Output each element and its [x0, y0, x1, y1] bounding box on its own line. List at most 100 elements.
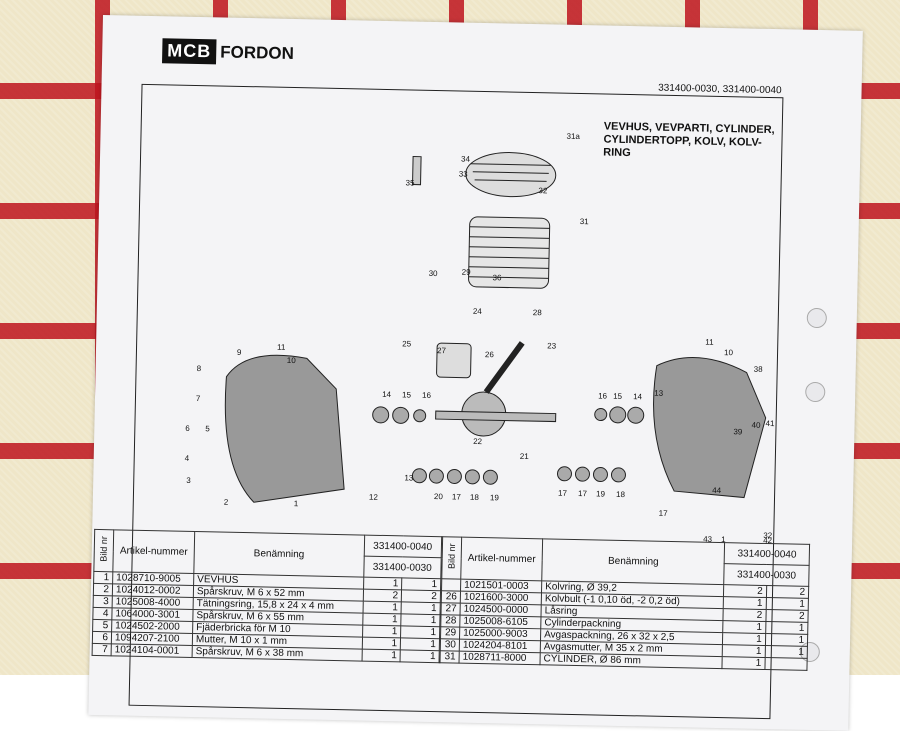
cell-art: 1021501-0003 — [460, 579, 542, 593]
cell-nr: 3 — [93, 595, 113, 608]
cell-art: 1028711-8000 — [459, 651, 541, 665]
callout-label: 31a — [566, 132, 580, 141]
cell-nr: 28 — [440, 614, 461, 628]
cell-b: 1 — [401, 577, 441, 591]
cell-nr: 6 — [92, 631, 112, 644]
cell-art: 1024104-0001 — [111, 643, 193, 658]
callout-label: 7 — [196, 394, 201, 403]
cell-b — [764, 657, 808, 671]
cylinder-head-drawing — [465, 152, 557, 198]
cylinder-drawing — [468, 216, 551, 289]
callout-label: 17 — [659, 509, 669, 518]
brand-logo: MCB FORDON — [162, 38, 294, 66]
callout-label: 18 — [616, 490, 626, 499]
callout-label: 26 — [485, 350, 495, 359]
cell-a: 1 — [363, 577, 403, 590]
brand-name: FORDON — [220, 41, 295, 63]
col-benamning: Benämning — [193, 531, 365, 578]
callout-label: 25 — [402, 339, 412, 348]
callout-label: 17 — [578, 489, 588, 498]
piston-drawing — [436, 342, 472, 379]
col-331400-0030: 331400-0030 — [363, 556, 442, 579]
cell-art: 1025008-6105 — [459, 615, 541, 629]
cell-b: 2 — [401, 589, 441, 603]
callout-label: 6 — [185, 424, 190, 433]
callout-label: 3 — [186, 476, 191, 485]
spark-plug-drawing — [412, 156, 422, 186]
cell-nr: 7 — [92, 643, 112, 656]
callout-label: 17 — [558, 489, 568, 498]
callout-label: 1 — [721, 535, 726, 544]
cell-a: 1 — [723, 596, 767, 610]
parts-table-left: Bild nr Artikel-nummer Benämning 331400-… — [92, 529, 443, 663]
cell-a: 1 — [361, 637, 401, 650]
cell-b: 1 — [764, 645, 808, 659]
crankshaft-drawing — [435, 341, 557, 437]
callout-label: 28 — [533, 308, 543, 317]
cell-art: 1064000-3001 — [111, 607, 194, 622]
cell-art: 1094207-2100 — [111, 631, 193, 646]
callout-label: 13 — [654, 389, 664, 398]
cell-nr: 4 — [92, 607, 113, 620]
callout-label: 32 — [763, 531, 773, 540]
callout-label: 32 — [538, 186, 548, 195]
cell-b: 2 — [766, 585, 809, 599]
callout-label: 31 — [580, 217, 590, 226]
cell-nr — [441, 578, 461, 592]
callout-label: 14 — [633, 392, 643, 401]
col-331400-0030: 331400-0030 — [724, 563, 810, 587]
cell-a: 2 — [723, 608, 766, 622]
callout-label: 20 — [434, 492, 444, 501]
punch-hole-icon — [805, 381, 826, 403]
cell-nr: 1 — [93, 571, 113, 584]
col-331400-0040: 331400-0040 — [363, 535, 442, 558]
parts-catalog-page: MCB FORDON 331400-0030, 331400-0040 VEVH… — [88, 15, 863, 731]
col-bild-nr: Bild nr — [446, 543, 458, 570]
col-bild-nr: Bild nr — [98, 536, 110, 562]
parts-table-right: Bild nr Artikel-nummer Benämning 331400-… — [439, 536, 810, 671]
cell-art: 1024204-8101 — [459, 639, 541, 653]
callout-label: 18 — [470, 493, 480, 502]
cell-a: 1 — [362, 613, 402, 626]
callout-label: 16 — [598, 391, 608, 400]
cell-nr: 31 — [440, 650, 460, 664]
cell-b: 1 — [400, 637, 440, 651]
cell-b: 1 — [765, 621, 808, 635]
diagram-frame: VEVHUS, VEVPARTI, CYLINDER, CYLINDERTOPP… — [128, 83, 784, 720]
callout-label: 2 — [224, 498, 229, 507]
col-benamning: Benämning — [541, 538, 725, 585]
callout-label: 30 — [429, 269, 439, 278]
callout-label: 8 — [197, 364, 202, 373]
cell-b: 1 — [401, 613, 441, 627]
callout-label: 42 — [763, 536, 773, 545]
callout-label: 4 — [185, 454, 190, 463]
cell-b: 1 — [765, 597, 809, 611]
cell-a: 1 — [723, 620, 766, 634]
callout-label: 41 — [765, 419, 775, 428]
callout-label: 39 — [733, 427, 743, 436]
callout-label: 43 — [703, 535, 713, 544]
cell-b: 1 — [765, 633, 808, 647]
cell-nr: 27 — [441, 602, 461, 616]
callout-label: 24 — [473, 307, 483, 316]
callout-label: 16 — [422, 391, 432, 400]
punch-hole-icon — [806, 307, 828, 329]
callout-label: 10 — [287, 356, 297, 365]
callout-label: 40 — [751, 421, 761, 430]
callout-label: 11 — [277, 343, 286, 352]
callout-label: 33 — [459, 169, 469, 178]
callout-label: 29 — [462, 268, 472, 277]
left-crankcase-drawing — [224, 354, 345, 503]
callout-label: 9 — [237, 348, 242, 357]
callout-label: 14 — [382, 390, 392, 399]
cell-a: 1 — [362, 625, 402, 638]
callout-label: 15 — [613, 392, 623, 401]
cell-a: 1 — [722, 644, 766, 658]
cell-art: 1028710-9005 — [112, 571, 194, 586]
cell-b: 1 — [400, 625, 440, 639]
callout-label: 38 — [754, 365, 764, 374]
callout-label: 27 — [437, 346, 447, 355]
cell-a: 1 — [361, 649, 401, 662]
